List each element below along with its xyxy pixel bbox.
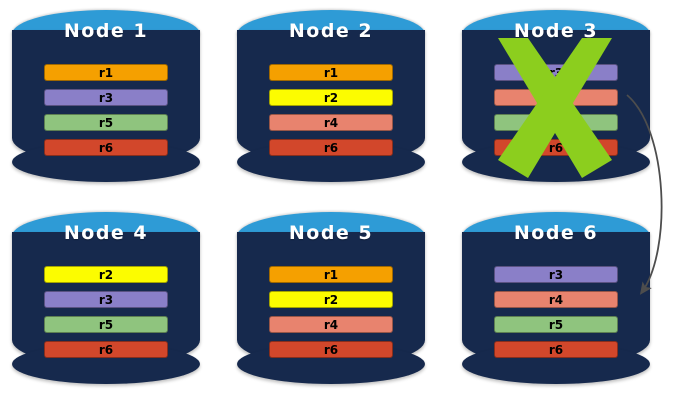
node-5-replica-list: r1 r2 r4 r6 (269, 266, 393, 358)
node-1[interactable]: Node 1 r1 r3 r5 r6 (12, 8, 200, 186)
node-1-label: Node 1 (63, 20, 149, 42)
node-4-label: Node 4 (63, 222, 149, 244)
node-6-replica-list: r3 r4 r5 r6 (494, 266, 618, 358)
replica-bar[interactable]: r5 (494, 316, 618, 333)
replica-bar[interactable]: r2 (269, 89, 393, 106)
node-3[interactable]: Node 3 r3 r4 r5 r6 (462, 8, 650, 186)
replica-bar[interactable]: r3 (494, 64, 618, 81)
node-6[interactable]: Node 6 r3 r4 r5 r6 (462, 210, 650, 388)
replica-bar[interactable]: r3 (44, 291, 168, 308)
node-2[interactable]: Node 2 r1 r2 r4 r6 (237, 8, 425, 186)
replica-bar[interactable]: r5 (44, 114, 168, 131)
replica-bar[interactable]: r4 (494, 291, 618, 308)
replica-bar[interactable]: r6 (494, 341, 618, 358)
replica-bar[interactable]: r4 (269, 316, 393, 333)
replica-bar[interactable]: r5 (494, 114, 618, 131)
node-5-label: Node 5 (288, 222, 374, 244)
replica-bar[interactable]: r6 (269, 341, 393, 358)
node-6-label: Node 6 (513, 222, 599, 244)
node-4-replica-list: r2 r3 r5 r6 (44, 266, 168, 358)
replica-bar[interactable]: r2 (44, 266, 168, 283)
replica-bar[interactable]: r6 (44, 139, 168, 156)
node-3-label: Node 3 (513, 20, 599, 42)
replica-bar[interactable]: r3 (44, 89, 168, 106)
replica-bar[interactable]: r1 (44, 64, 168, 81)
replica-bar[interactable]: r2 (269, 291, 393, 308)
node-1-replica-list: r1 r3 r5 r6 (44, 64, 168, 156)
node-5[interactable]: Node 5 r1 r2 r4 r6 (237, 210, 425, 388)
replica-bar[interactable]: r6 (44, 341, 168, 358)
replica-bar[interactable]: r6 (494, 139, 618, 156)
replica-bar[interactable]: r1 (269, 64, 393, 81)
replica-bar[interactable]: r5 (44, 316, 168, 333)
node-4[interactable]: Node 4 r2 r3 r5 r6 (12, 210, 200, 388)
replica-bar[interactable]: r6 (269, 139, 393, 156)
node-2-label: Node 2 (288, 20, 374, 42)
replica-bar[interactable]: r4 (269, 114, 393, 131)
node-3-replica-list: r3 r4 r5 r6 (494, 64, 618, 156)
replica-bar[interactable]: r4 (494, 89, 618, 106)
node-2-replica-list: r1 r2 r4 r6 (269, 64, 393, 156)
replica-bar[interactable]: r3 (494, 266, 618, 283)
replica-bar[interactable]: r1 (269, 266, 393, 283)
